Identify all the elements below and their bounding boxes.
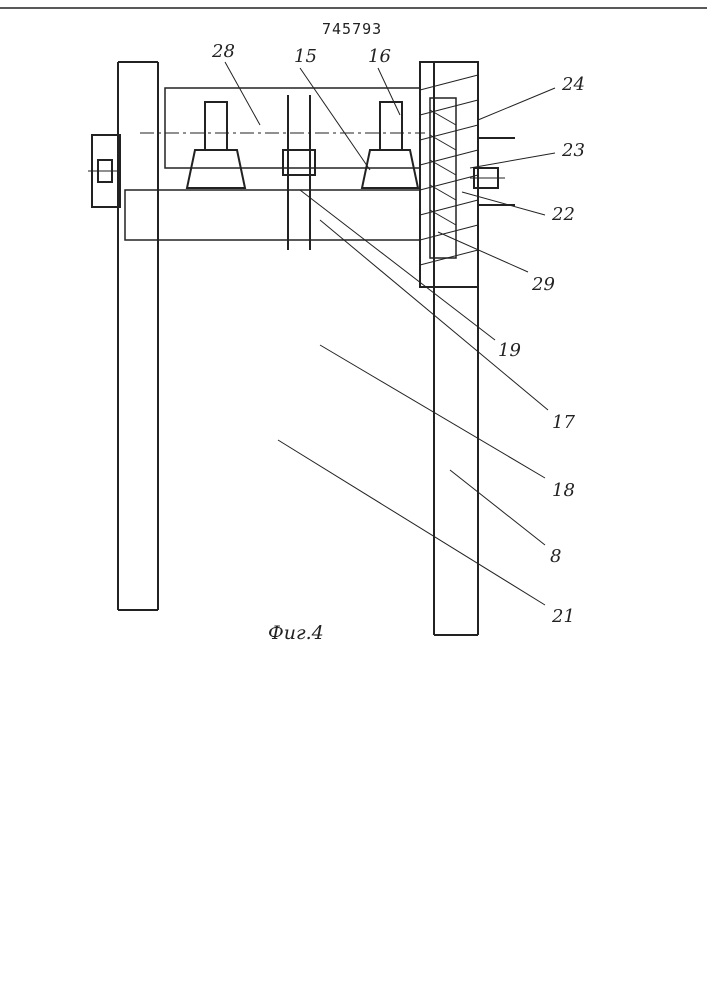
callout-8: 8 bbox=[550, 546, 561, 567]
figure-caption: Фиг.4 bbox=[268, 622, 324, 644]
callout-24: 24 bbox=[561, 74, 585, 95]
callout-16: 16 bbox=[368, 46, 391, 67]
callout-15: 15 bbox=[294, 46, 317, 67]
callout-21: 21 bbox=[551, 606, 575, 627]
callout-19: 19 bbox=[498, 340, 521, 361]
callout-28: 28 bbox=[211, 41, 235, 62]
callout-17: 17 bbox=[552, 412, 575, 433]
callout-23: 23 bbox=[561, 140, 585, 161]
callout-18: 18 bbox=[552, 480, 575, 501]
callout-22: 22 bbox=[551, 204, 575, 225]
callout-29: 29 bbox=[531, 274, 555, 295]
